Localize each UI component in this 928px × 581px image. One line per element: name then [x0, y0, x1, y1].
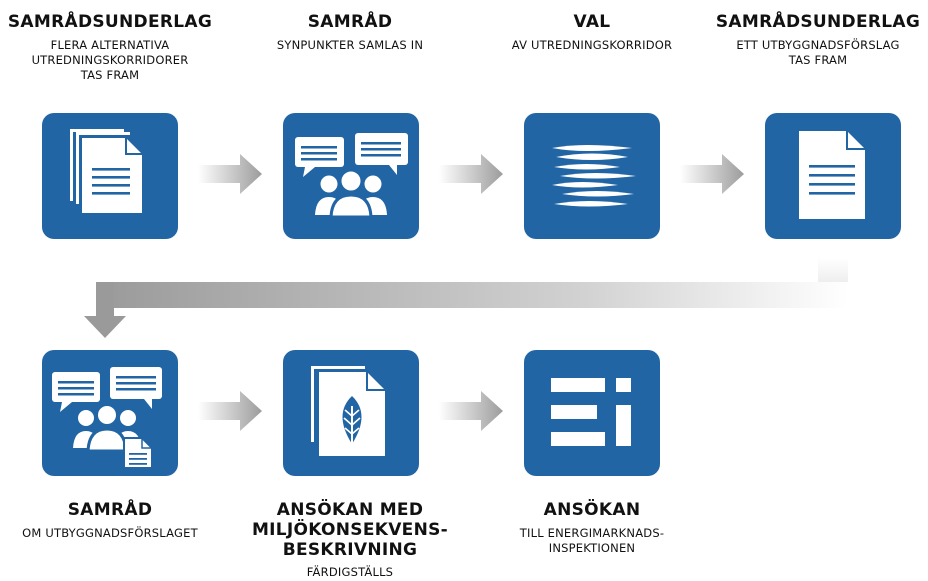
document-icon — [799, 131, 865, 219]
step-5-tile — [42, 350, 178, 476]
arrow-6-to-7 — [439, 389, 505, 433]
step-4-subtitle: ETT UTBYGGNADSFÖRSLAG TAS FRAM — [708, 38, 928, 68]
arrow-5-to-6 — [198, 389, 264, 433]
step-6-title: ANSÖKAN MED MILJÖKONSEKVENS- BESKRIVNING — [240, 500, 460, 560]
step-6-title-line-1: ANSÖKAN MED — [276, 500, 424, 520]
step-6-subtitle: FÄRDIGSTÄLLS — [240, 565, 460, 580]
return-arrow-4-to-5 — [78, 258, 850, 340]
step-5-title: SAMRÅD — [67, 500, 153, 520]
step-1-tile — [42, 113, 178, 239]
step-1-subtitle-line-2: UTREDNINGSKORRIDORER — [31, 53, 189, 67]
arrow-3-to-4 — [680, 152, 746, 196]
step-1-subtitle-line-3: TAS FRAM — [80, 68, 140, 82]
step-6-title-line-2: MILJÖKONSEKVENS- — [251, 520, 449, 540]
step-3-subtitle-line-1: AV UTREDNINGSKORRIDOR — [511, 38, 673, 52]
arrow-1-to-2 — [198, 152, 264, 196]
documents-icon — [70, 129, 142, 213]
step-5-subtitle-line-1: OM UTBYGGNADSFÖRSLAGET — [22, 526, 198, 540]
step-7-subtitle-line-1: TILL ENERGIMARKNADS- — [519, 526, 665, 540]
step-3-tile — [524, 113, 660, 239]
step-5-subtitle: OM UTBYGGNADSFÖRSLAGET — [0, 526, 220, 541]
step-3-subtitle: AV UTREDNINGSKORRIDOR — [482, 38, 702, 53]
step-4-title: SAMRÅDSUNDERLAG — [715, 12, 921, 32]
step-7-subtitle-line-2: INSPEKTIONEN — [548, 541, 636, 555]
step-7-title: ANSÖKAN — [543, 500, 641, 520]
arrow-2-to-3 — [439, 152, 505, 196]
step-2-title: SAMRÅD — [307, 12, 393, 32]
ei-logo-icon — [551, 378, 631, 446]
step-2-tile — [283, 113, 419, 239]
step-1-title: SAMRÅDSUNDERLAG — [7, 12, 213, 32]
step-6-tile — [283, 350, 419, 476]
leaf-document-icon — [311, 366, 385, 456]
step-6-subtitle-line-1: FÄRDIGSTÄLLS — [306, 565, 394, 579]
corridor-icon — [552, 145, 636, 207]
step-6-title-line-3: BESKRIVNING — [282, 540, 418, 560]
step-2-subtitle: SYNPUNKTER SAMLAS IN — [240, 38, 460, 53]
consultation-icon — [295, 133, 408, 219]
step-1-subtitle: FLERA ALTERNATIVA UTREDNINGSKORRIDORER T… — [0, 38, 220, 83]
step-7-tile — [524, 350, 660, 476]
step-7-subtitle: TILL ENERGIMARKNADS- INSPEKTIONEN — [482, 526, 702, 556]
step-1-subtitle-line-1: FLERA ALTERNATIVA — [50, 38, 170, 52]
step-3-title: VAL — [573, 12, 611, 32]
step-4-tile — [765, 113, 901, 239]
step-4-subtitle-line-1: ETT UTBYGGNADSFÖRSLAG — [736, 38, 900, 52]
step-2-subtitle-line-1: SYNPUNKTER SAMLAS IN — [276, 38, 424, 52]
consultation-document-icon — [52, 367, 162, 469]
step-4-subtitle-line-2: TAS FRAM — [788, 53, 848, 67]
